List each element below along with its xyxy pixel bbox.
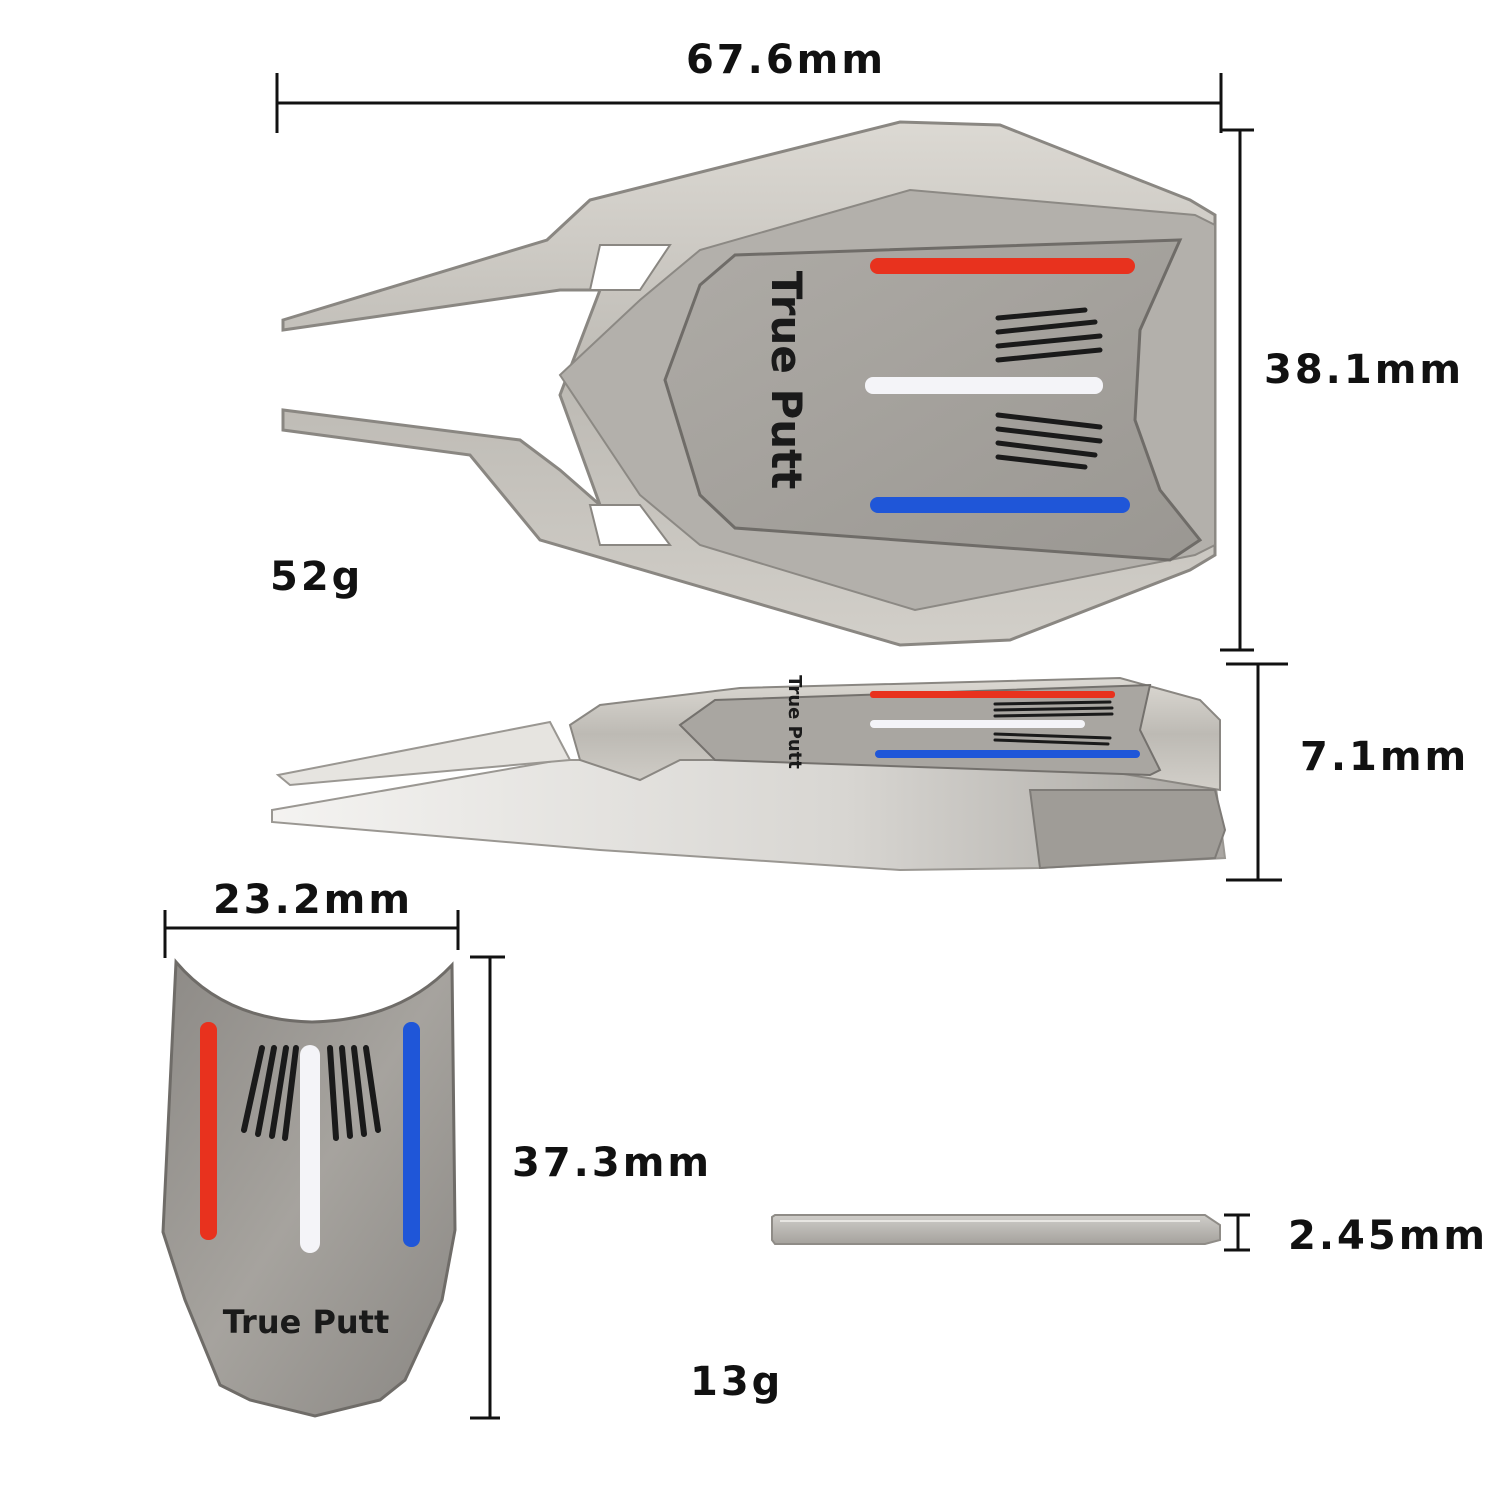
face-hatch-marks bbox=[995, 307, 1103, 470]
marker-thickness-label: 2.45mm bbox=[1288, 1213, 1488, 1259]
dimension-thickness: 7.1mm bbox=[1226, 662, 1469, 882]
ball-marker-front: True Putt bbox=[161, 958, 457, 1418]
divot-tool-side-view: True Putt bbox=[271, 675, 1227, 872]
side-red-stripe bbox=[870, 691, 1115, 698]
dimension-marker-thickness: 2.45mm bbox=[1224, 1213, 1488, 1259]
ball-marker-side bbox=[771, 1214, 1221, 1245]
dimension-length: 67.6mm bbox=[275, 37, 1223, 133]
marker-height-label: 37.3mm bbox=[512, 1140, 712, 1186]
dimension-marker-height: 37.3mm bbox=[470, 955, 712, 1420]
marker-width-label: 23.2mm bbox=[213, 877, 413, 923]
thickness-label: 7.1mm bbox=[1300, 734, 1469, 780]
face-red-stripe bbox=[870, 258, 1135, 274]
marker-white-stripe bbox=[300, 1045, 320, 1253]
face-blue-stripe bbox=[870, 497, 1130, 513]
marker-hatch-marks bbox=[241, 1045, 381, 1141]
divot-tool-top-view: True Putt bbox=[281, 120, 1217, 647]
dimension-marker-width: 23.2mm bbox=[163, 877, 460, 958]
marker-red-stripe bbox=[200, 1022, 217, 1240]
marker-brand-text: True Putt bbox=[223, 1303, 390, 1341]
length-label: 67.6mm bbox=[686, 37, 886, 83]
marker-blue-stripe bbox=[403, 1022, 420, 1247]
side-blue-stripe bbox=[875, 750, 1140, 758]
ball-marker-weight: 13g bbox=[690, 1359, 783, 1405]
divot-tool-weight: 52g bbox=[270, 554, 363, 600]
face-brand-text: True Putt bbox=[762, 271, 811, 490]
height-label: 38.1mm bbox=[1264, 347, 1464, 393]
side-white-stripe bbox=[870, 720, 1085, 728]
face-white-stripe bbox=[865, 377, 1103, 394]
dimension-height: 38.1mm bbox=[1220, 128, 1464, 652]
side-brand-text: True Putt bbox=[784, 675, 805, 769]
side-hatch-marks bbox=[993, 700, 1114, 746]
